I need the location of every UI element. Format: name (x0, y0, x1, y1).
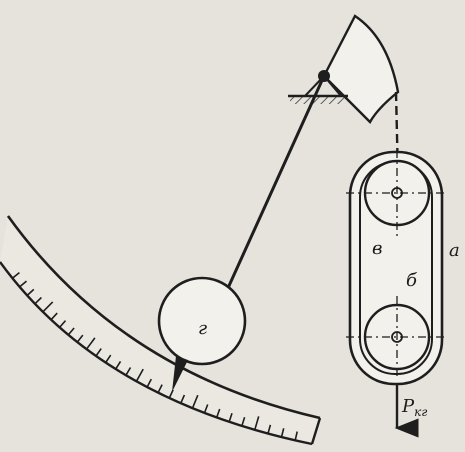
scale-tick (115, 360, 122, 370)
scale-tick (42, 301, 54, 313)
scale-tick (34, 296, 42, 305)
pendulum-arm (226, 75, 326, 289)
scale-tick (168, 389, 174, 399)
scale-end (310, 417, 322, 445)
scale-tick (135, 368, 144, 382)
scale-tick (254, 416, 260, 431)
pendulum-weight (157, 276, 247, 366)
scale-tick (280, 428, 285, 438)
scale-tick (125, 367, 132, 376)
scale-tick (85, 337, 96, 350)
scale-tick (157, 384, 163, 394)
scale-tick (203, 404, 209, 414)
label-b: б (406, 270, 418, 291)
scale-tick (95, 348, 102, 357)
scale-tick (228, 413, 233, 423)
scale-tick (76, 334, 84, 343)
scale-tick (191, 394, 199, 409)
scale-tick (146, 378, 153, 388)
pointer (172, 356, 188, 392)
force-unit: кг (414, 405, 427, 419)
scale-tick (11, 271, 20, 279)
force-symbol: P (401, 396, 415, 417)
pulley-upper (346, 150, 448, 236)
scale-tick (267, 424, 272, 434)
cam-sector (322, 14, 400, 124)
scale-outer-edge (6, 215, 321, 420)
pulley-lower (346, 296, 448, 380)
scale-tick (105, 354, 112, 364)
scale-tick (67, 327, 75, 336)
scale-tick (19, 280, 28, 288)
scale-tick (58, 320, 67, 328)
label-a: a (449, 240, 460, 261)
scale-tick (26, 288, 35, 297)
scale-tick (294, 431, 298, 441)
label-v: в (372, 238, 382, 259)
scale-tick (180, 394, 186, 404)
scale-ticks (11, 271, 298, 441)
label-g: г (198, 318, 207, 339)
scale-tick (50, 312, 58, 321)
scale-tick (215, 408, 221, 418)
scale-tick (241, 417, 246, 427)
scale-inner-edge (0, 261, 313, 446)
force-label: Pкг (401, 396, 427, 419)
